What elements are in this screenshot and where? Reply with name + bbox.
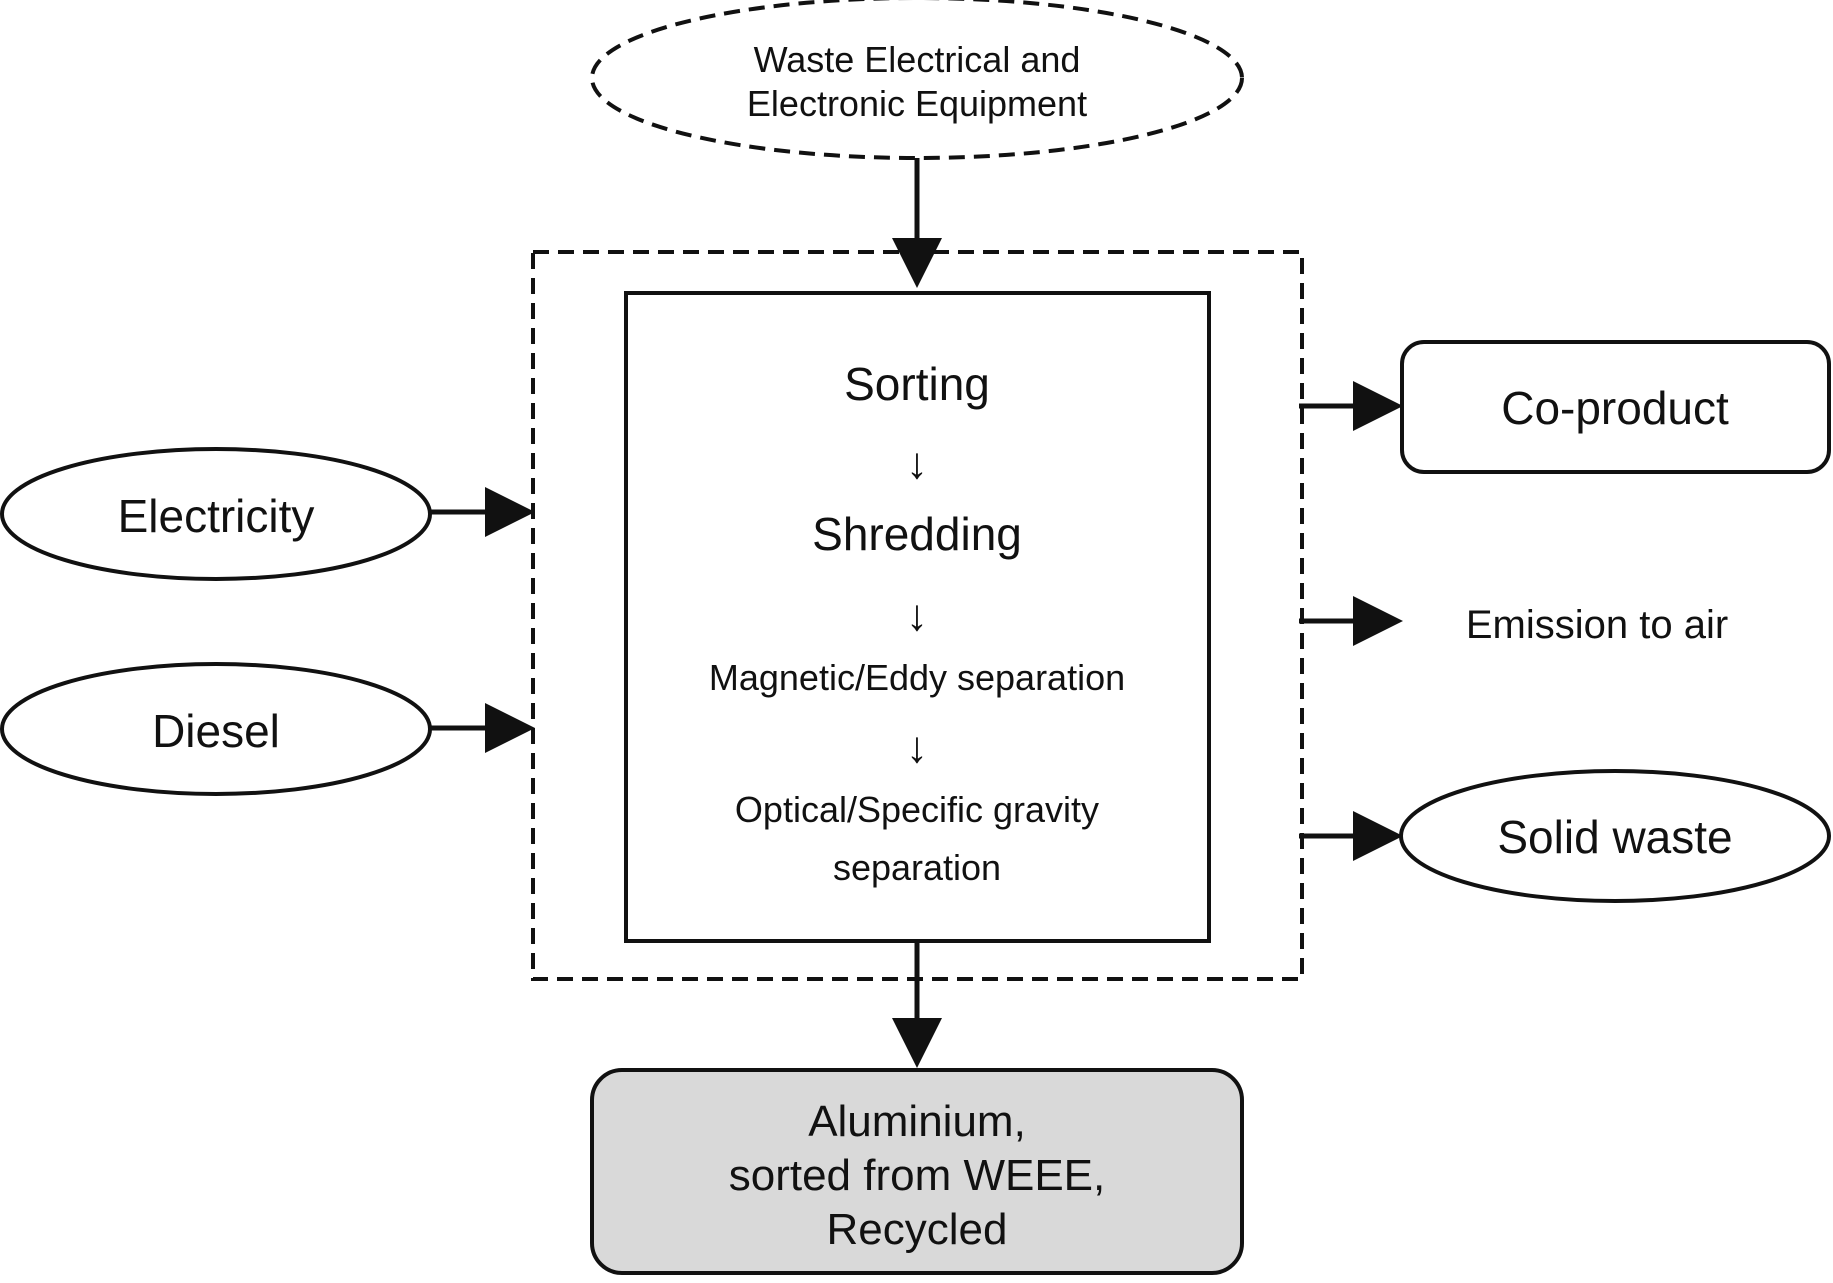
step-optical-line1: Optical/Specific gravity [735,789,1099,830]
weee-input-label-line2: Electronic Equipment [747,83,1087,124]
electricity-input-node: Electricity [0,447,432,581]
step-optical-line2: separation [833,847,1001,888]
weee-input-label-line1: Waste Electrical and [754,39,1081,80]
process-rect [624,291,1211,943]
step-arrow-2: ↓ [906,591,928,640]
step-arrow-3: ↓ [906,723,928,772]
aluminium-label-line3: Recycled [827,1205,1008,1254]
process-box: Sorting ↓ Shredding ↓ Magnetic/Eddy sepa… [624,291,1211,943]
co-product-node: Co-product [1400,340,1831,474]
solid-waste-ellipse [1399,769,1831,903]
solid-waste-node: Solid waste [1399,769,1831,903]
step-sorting: Sorting [844,358,990,410]
emission-to-air-label: Emission to air [1466,603,1728,647]
aluminium-output-node: Aluminium, sorted from WEEE, Recycled [590,1068,1244,1275]
weee-input-node: Waste Electrical and Electronic Equipmen… [590,0,1244,160]
step-arrow-1: ↓ [906,439,928,488]
aluminium-label-line2: sorted from WEEE, [729,1151,1106,1200]
co-product-label: Co-product [1501,382,1729,434]
aluminium-label-line1: Aluminium, [808,1097,1026,1146]
diesel-input-node: Diesel [0,662,432,796]
electricity-label: Electricity [118,490,315,542]
weee-input-ellipse [590,0,1244,160]
step-shredding: Shredding [812,508,1022,560]
co-product-rect [1400,340,1831,474]
step-magnetic-eddy: Magnetic/Eddy separation [709,657,1125,698]
diesel-label: Diesel [152,705,280,757]
aluminium-output-rect [590,1068,1244,1275]
solid-waste-label: Solid waste [1497,811,1732,863]
